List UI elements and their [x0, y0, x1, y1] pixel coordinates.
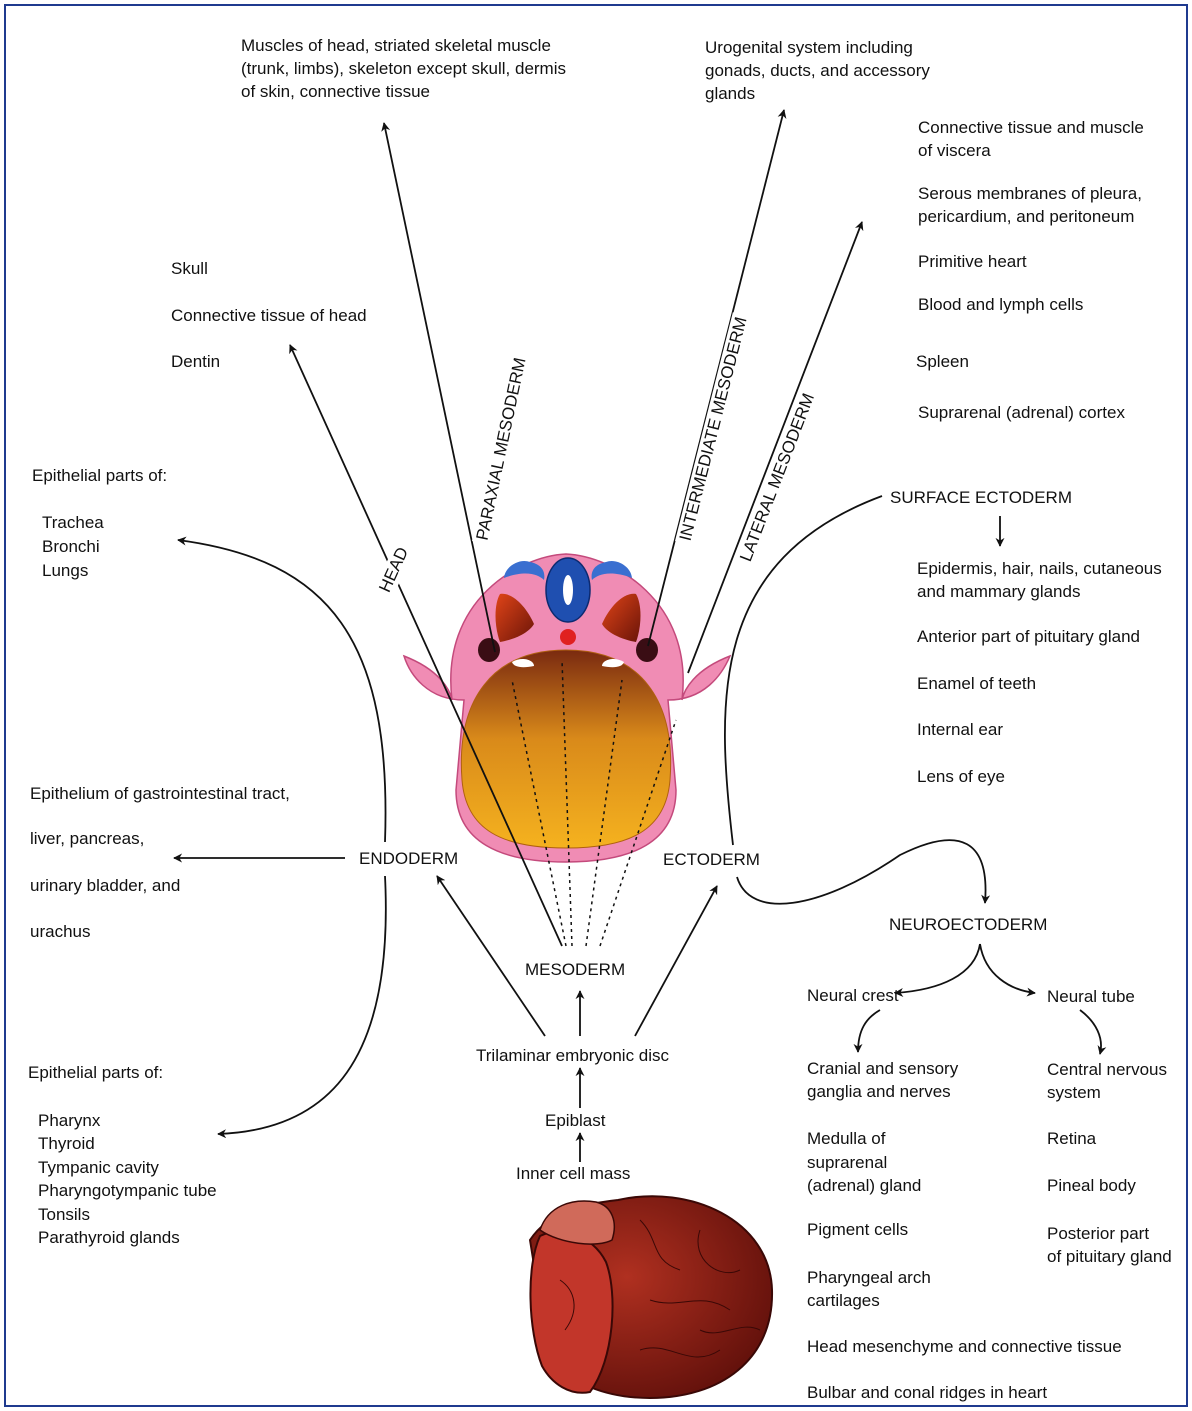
intermediate-mesoderm-left [478, 638, 500, 662]
endoderm-middle-line: urachus [30, 922, 90, 942]
inner-cell-mass-label: Inner cell mass [516, 1164, 630, 1184]
head-derivative-item: Connective tissue of head [171, 306, 367, 326]
arrow-neural-tube-down [1080, 1010, 1101, 1054]
mesoderm-label: MESODERM [523, 960, 627, 980]
neural-crest-line: cartilages [807, 1289, 931, 1312]
arrow-ectoderm-to-neuroectoderm [737, 840, 986, 904]
neural-crest-line: Medulla of [807, 1127, 921, 1151]
neural-crest-item: Pharyngeal arch cartilages [807, 1266, 931, 1312]
endoderm-lower-item: Pharynx [38, 1109, 217, 1132]
endoderm-upper-item: Lungs [42, 559, 104, 583]
blastocyst-illustration [530, 1196, 772, 1398]
intermediate-mesoderm-right [636, 638, 658, 662]
intermediate-derivatives: Urogenital system including gonads, duct… [705, 36, 930, 105]
endoderm-lower-title: Epithelial parts of: [28, 1063, 163, 1083]
arrow-neuroectoderm-to-neural-tube [980, 944, 1035, 993]
arrow-disc-to-ectoderm [635, 886, 717, 1036]
head-derivative-item: Dentin [171, 352, 220, 372]
endoderm-lower-item: Tympanic cavity [38, 1156, 217, 1179]
endoderm-lower-item: Parathyroid glands [38, 1226, 217, 1249]
lateral-derivative-item: Connective tissue and muscle of viscera [918, 116, 1144, 162]
surface-ectoderm-line: and mammary glands [917, 580, 1162, 603]
endoderm-label: ENDODERM [357, 849, 460, 869]
neural-crest-line: ganglia and nerves [807, 1080, 958, 1103]
endoderm-upper-list: Trachea Bronchi Lungs [42, 511, 104, 583]
paraxial-line: of skin, connective tissue [241, 80, 566, 103]
endoderm-lower-list: Pharynx Thyroid Tympanic cavity Pharyngo… [38, 1109, 217, 1249]
neural-tube-line: system [1047, 1081, 1167, 1104]
embryo-cross-section [404, 554, 730, 862]
neural-crest-wide-item: Bulbar and conal ridges in heart [807, 1383, 1047, 1403]
neural-crest-line: (adrenal) gland [807, 1174, 921, 1198]
surface-ectoderm-line: Epidermis, hair, nails, cutaneous [917, 557, 1162, 580]
lateral-line: of viscera [918, 139, 1144, 162]
intermediate-line: gonads, ducts, and accessory [705, 59, 930, 82]
surface-ectoderm-label: SURFACE ECTODERM [890, 488, 1072, 508]
endoderm-upper-title: Epithelial parts of: [32, 466, 167, 486]
head-derivative-item: Skull [171, 259, 208, 279]
lateral-derivative-item: Blood and lymph cells [918, 295, 1083, 315]
lateral-line: pericardium, and peritoneum [918, 205, 1142, 228]
neural-crest-item: Medulla of suprarenal (adrenal) gland [807, 1127, 921, 1198]
lateral-line: Serous membranes of pleura, [918, 182, 1142, 205]
paraxial-derivatives: Muscles of head, striated skeletal muscl… [241, 34, 566, 103]
neural-crest-line: Cranial and sensory [807, 1057, 958, 1080]
paraxial-line: Muscles of head, striated skeletal muscl… [241, 34, 566, 57]
endoderm-middle-line: liver, pancreas, [30, 829, 144, 849]
endoderm-lower-item: Thyroid [38, 1132, 217, 1155]
arrow-neural-crest-down [858, 1010, 880, 1052]
neural-crest-item: Cranial and sensory ganglia and nerves [807, 1057, 958, 1103]
neural-crest-label: Neural crest [807, 986, 899, 1006]
neural-tube-item: Posterior part of pituitary gland [1047, 1222, 1172, 1268]
lateral-derivative-item: Spleen [916, 352, 969, 372]
arrow-disc-to-endoderm [437, 876, 545, 1036]
neural-tube-line: Posterior part [1047, 1222, 1172, 1245]
endoderm-lower-item: Tonsils [38, 1203, 217, 1226]
neural-tube-item: Central nervous system [1047, 1058, 1167, 1104]
surface-ectoderm-item: Anterior part of pituitary gland [917, 627, 1140, 647]
endoderm-middle-line: urinary bladder, and [30, 876, 180, 896]
neural-tube-item: Retina [1047, 1129, 1096, 1149]
intermediate-line: Urogenital system including [705, 36, 930, 59]
surface-ectoderm-item: Enamel of teeth [917, 674, 1036, 694]
trilaminar-disc-label: Trilaminar embryonic disc [476, 1046, 669, 1066]
yolk-sac [461, 650, 670, 848]
endoderm-lower-item: Pharyngotympanic tube [38, 1179, 217, 1202]
endoderm-upper-item: Bronchi [42, 535, 104, 559]
ectoderm-label: ECTODERM [663, 850, 760, 870]
lateral-line: Connective tissue and muscle [918, 116, 1144, 139]
neural-crest-item: Pigment cells [807, 1220, 908, 1240]
surface-ectoderm-item: Lens of eye [917, 767, 1005, 787]
notochord-shape [560, 629, 576, 645]
epiblast-label: Epiblast [545, 1111, 605, 1131]
lateral-derivative-item: Suprarenal (adrenal) cortex [918, 403, 1125, 423]
lateral-derivative-item: Serous membranes of pleura, pericardium,… [918, 182, 1142, 228]
paraxial-line: (trunk, limbs), skeleton except skull, d… [241, 57, 566, 80]
neural-tube-label: Neural tube [1047, 987, 1135, 1007]
neural-tube-line: of pituitary gland [1047, 1245, 1172, 1268]
neural-crest-wide-item: Head mesenchyme and connective tissue [807, 1337, 1122, 1357]
neural-canal [563, 575, 573, 605]
arrow-neuroectoderm-to-neural-crest [895, 944, 980, 993]
lateral-derivative-item: Primitive heart [918, 252, 1027, 272]
neural-crest-line: suprarenal [807, 1151, 921, 1175]
neuroectoderm-label: NEUROECTODERM [889, 915, 1047, 935]
intermediate-line: glands [705, 82, 930, 105]
blastocyst-cavity [530, 1232, 612, 1393]
neural-crest-line: Pharyngeal arch [807, 1266, 931, 1289]
neural-tube-item: Pineal body [1047, 1176, 1136, 1196]
surface-ectoderm-item: Internal ear [917, 720, 1003, 740]
neural-tube-line: Central nervous [1047, 1058, 1167, 1081]
surface-ectoderm-item: Epidermis, hair, nails, cutaneous and ma… [917, 557, 1162, 603]
arrow-endoderm-to-pharynx [218, 876, 386, 1134]
endoderm-upper-item: Trachea [42, 511, 104, 535]
endoderm-middle-line: Epithelium of gastrointestinal tract, [30, 784, 290, 804]
